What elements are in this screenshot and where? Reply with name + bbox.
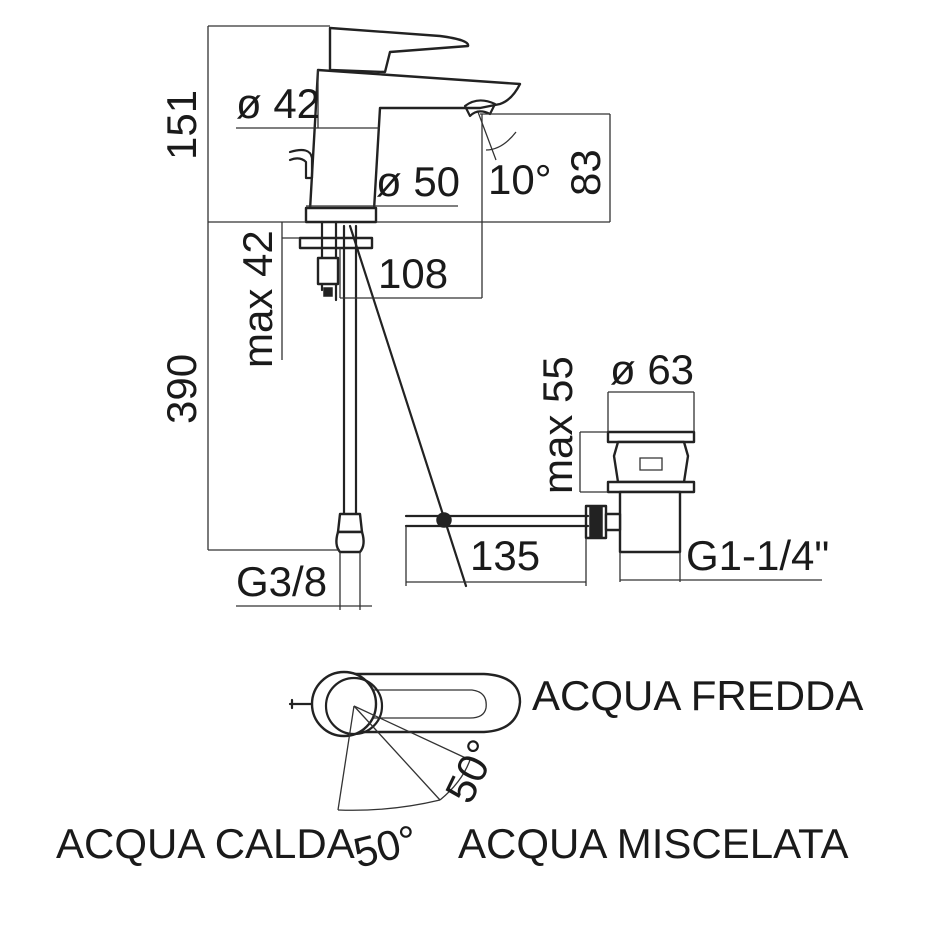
angle-hot-50: 50° xyxy=(349,816,422,877)
dim-g1-1-4: G1-1/4" xyxy=(686,532,829,579)
drain-flange xyxy=(606,430,696,444)
label-hot-water: ACQUA CALDA xyxy=(56,820,355,867)
dim-diameter-42: ø 42 xyxy=(236,80,320,127)
drain-lower xyxy=(606,480,696,494)
shank-nut xyxy=(316,256,340,286)
faucet-side-view xyxy=(288,26,522,588)
lever-top-view xyxy=(288,670,522,811)
dim-151: 151 xyxy=(158,90,205,160)
dim-108: 108 xyxy=(378,250,448,297)
angle-cold-50: 50° xyxy=(436,732,506,810)
dim-max-42: max 42 xyxy=(234,230,281,368)
dim-135: 135 xyxy=(470,532,540,579)
dim-diameter-50: ø 50 xyxy=(376,158,460,205)
drain-nut xyxy=(589,505,603,539)
lever-handle xyxy=(328,26,470,74)
label-cold-water: ACQUA FREDDA xyxy=(532,672,863,719)
drain-tail xyxy=(618,490,682,554)
hose-fitting xyxy=(336,512,364,534)
dimension-labels: 151 ø 42 ø 50 10° 83 max 42 108 390 G3/8… xyxy=(158,80,829,605)
label-mixed-water: ACQUA MISCELATA xyxy=(458,820,849,867)
dim-390: 390 xyxy=(158,354,205,424)
dim-angle-10: 10° xyxy=(488,156,552,203)
dim-83: 83 xyxy=(562,149,609,196)
drain-body xyxy=(612,440,690,484)
dimension-lines xyxy=(207,25,822,610)
popup-lever xyxy=(288,148,314,180)
dim-max-55: max 55 xyxy=(534,356,581,494)
dim-diameter-63: ø 63 xyxy=(610,346,694,393)
dim-g3-8: G3/8 xyxy=(236,558,327,605)
faucet-base xyxy=(304,206,378,224)
